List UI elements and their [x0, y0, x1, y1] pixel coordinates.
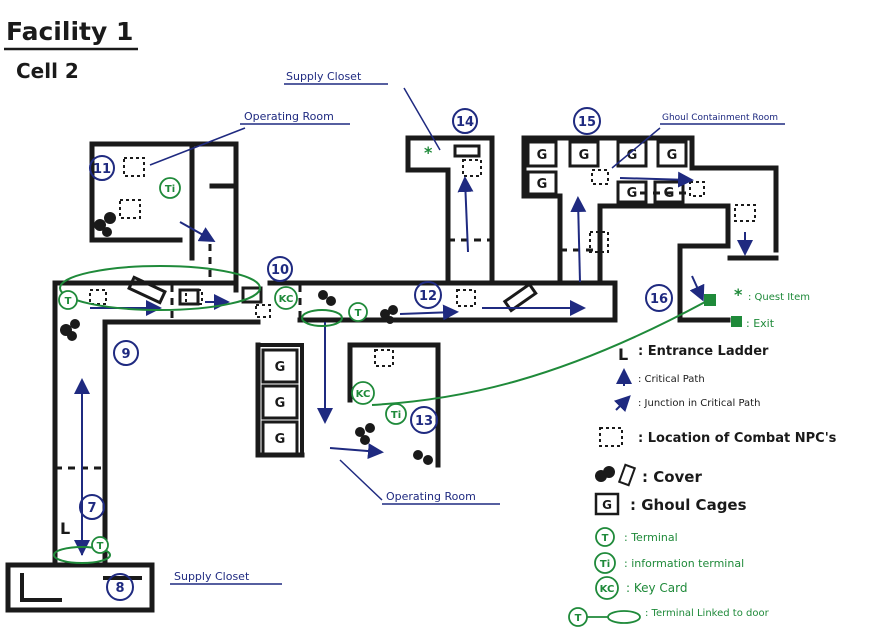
label-operating-room-top: Operating Room [244, 110, 334, 123]
svg-text:T: T [355, 308, 362, 319]
combat-npc-locations [89, 157, 756, 367]
svg-text:Ti: Ti [165, 184, 175, 195]
cover-objects [127, 144, 538, 313]
legend-critical-path: : Critical Path [638, 374, 705, 385]
cell-9: 9 [121, 347, 130, 362]
legend-quest-symbol: * [734, 285, 743, 304]
quest-item-marker: * [424, 143, 433, 162]
label-leaders [149, 83, 785, 585]
cell-15: 15 [578, 115, 596, 130]
svg-text:KC: KC [356, 389, 371, 400]
svg-text:G: G [667, 148, 678, 163]
cell-8: 8 [115, 581, 124, 596]
legend-info-terminal-symbol [594, 552, 616, 574]
svg-text:G: G [537, 177, 548, 192]
terminal-links [53, 265, 706, 564]
legend-exit: : Exit [746, 317, 775, 330]
legend-info-terminal: : information terminal [624, 557, 744, 570]
legend-quest-item: : Quest Item [748, 292, 810, 303]
cell-10: 10 [271, 263, 289, 278]
critical-path [74, 171, 753, 556]
label-supply-closet-top: Supply Closet [286, 70, 362, 83]
cell-number-circles [79, 107, 673, 601]
svg-text:Ti: Ti [600, 559, 610, 570]
legend-terminal-linked: : Terminal Linked to door [645, 608, 770, 619]
legend-key-card-symbol [595, 576, 619, 600]
legend-ladder-symbol: L [618, 345, 628, 364]
walls [5, 135, 779, 613]
legend-junction: : Junction in Critical Path [638, 398, 760, 409]
cell-12: 12 [419, 289, 437, 304]
room-labels: Supply Closet Operating Room Ghoul Conta… [174, 70, 778, 583]
exit-marker [704, 294, 716, 306]
legend-junction-symbol [613, 395, 631, 413]
terminal-marker-labels: T T Ti Ti KC KC T [65, 184, 402, 552]
legend-entrance-ladder: : Entrance Ladder [638, 344, 769, 359]
cover-clusters [60, 212, 433, 465]
svg-text:G: G [275, 396, 286, 411]
legend-cover-box [617, 463, 637, 487]
ladder-marker: L [60, 519, 70, 538]
svg-text:G: G [602, 498, 612, 512]
legend-cage-symbol [594, 492, 620, 516]
svg-text:G: G [664, 186, 675, 201]
svg-text:G: G [627, 186, 638, 201]
map-title: Facility 1 [6, 17, 133, 46]
cell-13: 13 [415, 414, 433, 429]
terminal-markers [58, 177, 407, 554]
label-ghoul-containment: Ghoul Containment Room [662, 113, 778, 123]
cell-16: 16 [650, 292, 668, 307]
label-supply-closet-bottom: Supply Closet [174, 570, 250, 583]
legend-combat-npcs: : Location of Combat NPC's [638, 431, 837, 446]
legend-exit-symbol [731, 316, 742, 327]
ghoul-cages [261, 140, 688, 456]
cell-7: 7 [87, 501, 96, 516]
label-operating-room-bottom: Operating Room [386, 490, 476, 503]
svg-text:T: T [65, 296, 72, 307]
legend-ghoul-cages: : Ghoul Cages [630, 496, 747, 514]
svg-text:T: T [97, 541, 104, 552]
svg-text:KC: KC [600, 584, 615, 595]
cell-14: 14 [456, 115, 474, 130]
cell-11: 11 [93, 162, 111, 177]
cell-numbers: 11 9 10 7 8 14 15 16 13 12 [87, 115, 668, 596]
svg-text:KC: KC [279, 294, 294, 305]
legend-terminal-symbol [595, 527, 615, 547]
svg-text:G: G [627, 148, 638, 163]
svg-text:G: G [537, 148, 548, 163]
legend-cover: : Cover [642, 468, 702, 486]
cage-labels: G G G G G G G G G G [275, 148, 678, 447]
svg-text:G: G [275, 360, 286, 375]
legend-terminal: : Terminal [624, 531, 678, 544]
map-subtitle: Cell 2 [16, 59, 79, 83]
svg-text:G: G [579, 148, 590, 163]
legend: L G T Ti KC T * : Entrance Ladder : Crit… [568, 285, 837, 627]
svg-text:Ti: Ti [391, 410, 401, 421]
svg-text:T: T [575, 613, 582, 624]
legend-key-card: : Key Card [626, 581, 688, 595]
legend-npc-symbol [599, 427, 623, 447]
svg-text:G: G [275, 432, 286, 447]
svg-text:T: T [602, 533, 609, 544]
